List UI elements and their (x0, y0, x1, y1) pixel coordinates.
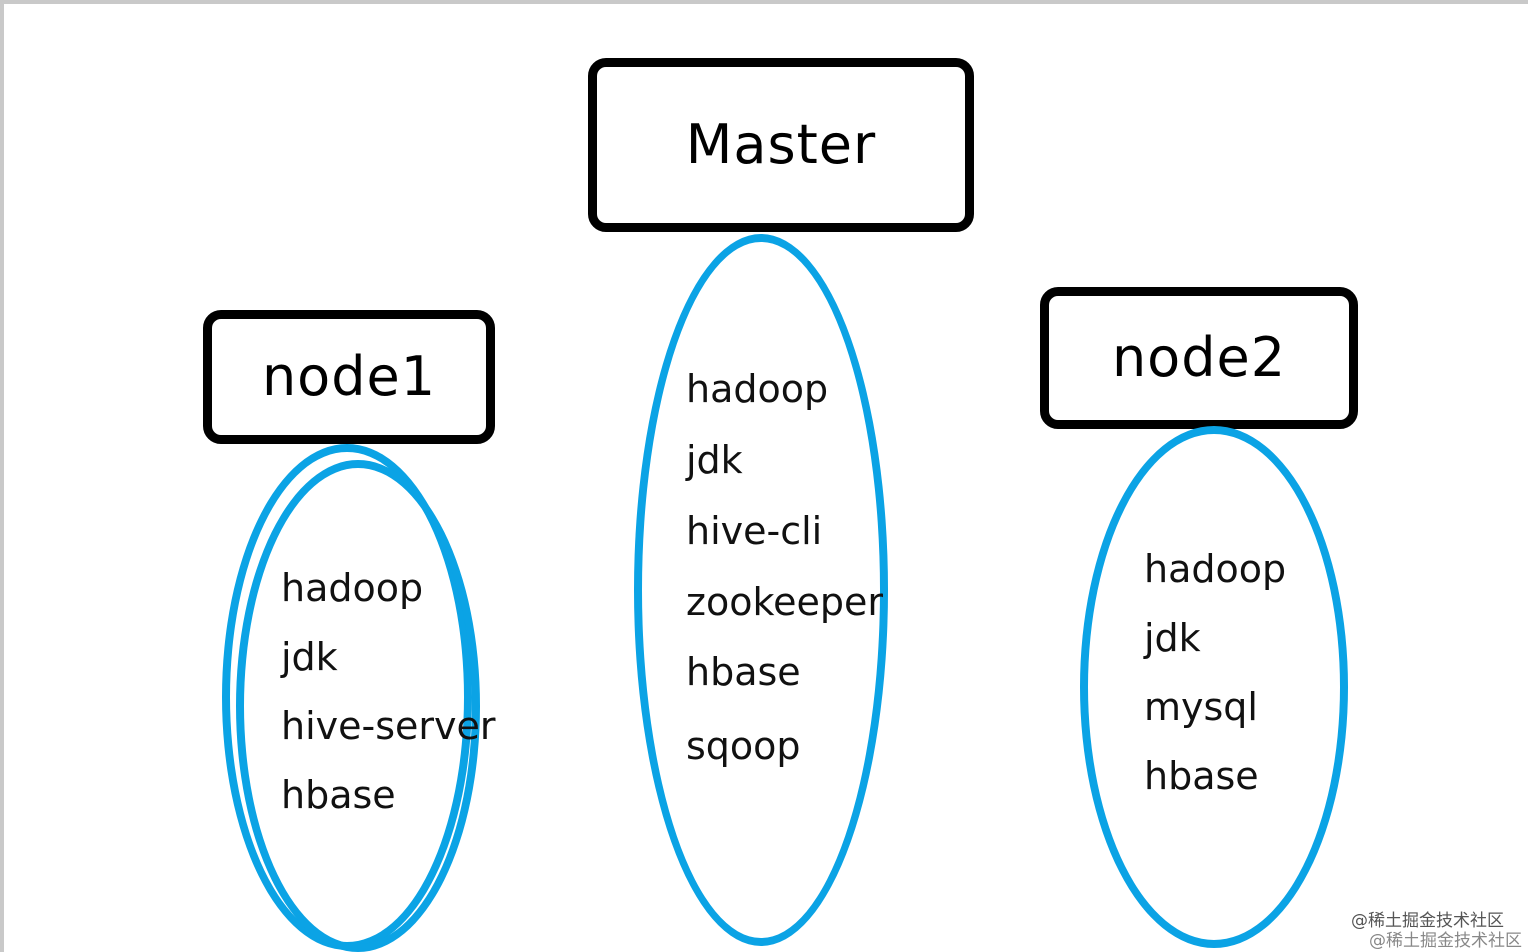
node2-box: node2 (1040, 287, 1358, 429)
watermark-text-shadow: @稀土掘金技术社区 (1369, 931, 1522, 951)
frame-left-edge (0, 0, 4, 952)
master-box: Master (588, 58, 974, 232)
node2-service-jdk: jdk (1144, 616, 1201, 660)
master-service-jdk: jdk (686, 438, 743, 482)
master-service-zookeeper: zookeeper (686, 580, 883, 624)
node1-box: node1 (203, 310, 495, 444)
node2-service-mysql: mysql (1144, 685, 1258, 729)
node2-services-pill (1080, 426, 1348, 948)
watermark-text: @稀土掘金技术社区 (1351, 911, 1504, 931)
node2-label: node2 (1111, 326, 1287, 389)
master-service-hive-cli: hive-cli (686, 509, 823, 553)
node2-service-hadoop: hadoop (1144, 547, 1287, 591)
node1-label: node1 (261, 345, 437, 408)
master-label: Master (685, 113, 877, 176)
node1-service-jdk: jdk (281, 635, 338, 679)
master-service-hadoop: hadoop (686, 367, 829, 411)
node1-service-hbase: hbase (281, 773, 396, 817)
node1-service-hadoop: hadoop (281, 566, 424, 610)
frame-top-edge (0, 0, 1528, 4)
master-service-hbase: hbase (686, 650, 801, 694)
master-services-pill (634, 234, 888, 946)
master-service-sqoop: sqoop (686, 724, 801, 768)
node1-service-hive-server: hive-server (281, 704, 496, 748)
node2-service-hbase: hbase (1144, 754, 1259, 798)
node1-services-pill-inner (236, 460, 480, 952)
